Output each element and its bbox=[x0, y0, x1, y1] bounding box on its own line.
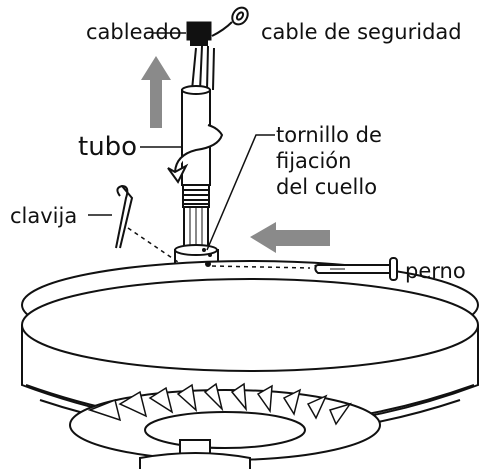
wiring-label: cableado bbox=[86, 20, 182, 44]
collar-screw-label: tornillo de fijación del cuello bbox=[276, 122, 382, 200]
collar-screw-label-line2: fijación bbox=[276, 149, 352, 173]
fan-motor-housing bbox=[21, 244, 479, 461]
hub-center bbox=[139, 439, 251, 469]
insert-left-arrow-icon bbox=[250, 222, 330, 253]
wiring-connector bbox=[186, 21, 212, 46]
safety-cable bbox=[211, 6, 249, 37]
dashed-guides bbox=[127, 227, 311, 269]
rotate-arrow-icon bbox=[167, 124, 224, 184]
collar-screw-label-line1: tornillo de bbox=[276, 123, 382, 147]
vent-slots bbox=[87, 382, 352, 426]
bolt-label: perno bbox=[405, 259, 466, 283]
safety-cable-label: cable de seguridad bbox=[261, 20, 462, 44]
collar-screw bbox=[202, 248, 212, 267]
pipe-label: tubo bbox=[78, 132, 138, 162]
lift-up-arrow-icon bbox=[141, 56, 171, 128]
bolt bbox=[314, 257, 398, 281]
clip-pin-label: clavija bbox=[10, 204, 78, 228]
collar-screw-label-line3: del cuello bbox=[276, 175, 378, 199]
clip-pin bbox=[115, 184, 134, 249]
downrod-pipe bbox=[181, 45, 215, 248]
leader-lines bbox=[88, 32, 275, 251]
